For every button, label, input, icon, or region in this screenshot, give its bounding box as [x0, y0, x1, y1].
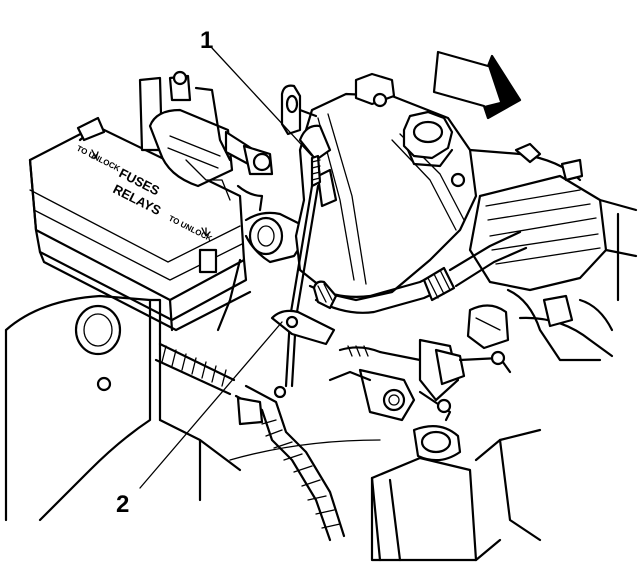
left-fender-panel [4, 294, 162, 522]
callout-2: 2 [116, 491, 129, 518]
lower-connector-cluster [328, 304, 512, 422]
oil-cap-icon [402, 110, 466, 188]
leader-1 [211, 47, 313, 157]
engine-cover [294, 72, 478, 302]
leader-2 [139, 321, 283, 489]
dipstick-assembly [270, 154, 336, 399]
main-hose [308, 230, 528, 314]
fuse-relay-box: FUSES RELAYS TO UNLOCK TO UNLOCK [28, 116, 252, 332]
right-side-component [468, 142, 638, 302]
upper-bracket [280, 84, 318, 136]
direction-arrow-icon [432, 50, 522, 120]
left-wiring-harness [154, 342, 346, 542]
lower-right-bracket [370, 425, 542, 562]
right-hose-group [506, 288, 614, 362]
callout-leaders [139, 47, 313, 489]
relay-bracket-cluster [138, 70, 274, 212]
callout-1: 1 [200, 27, 213, 54]
